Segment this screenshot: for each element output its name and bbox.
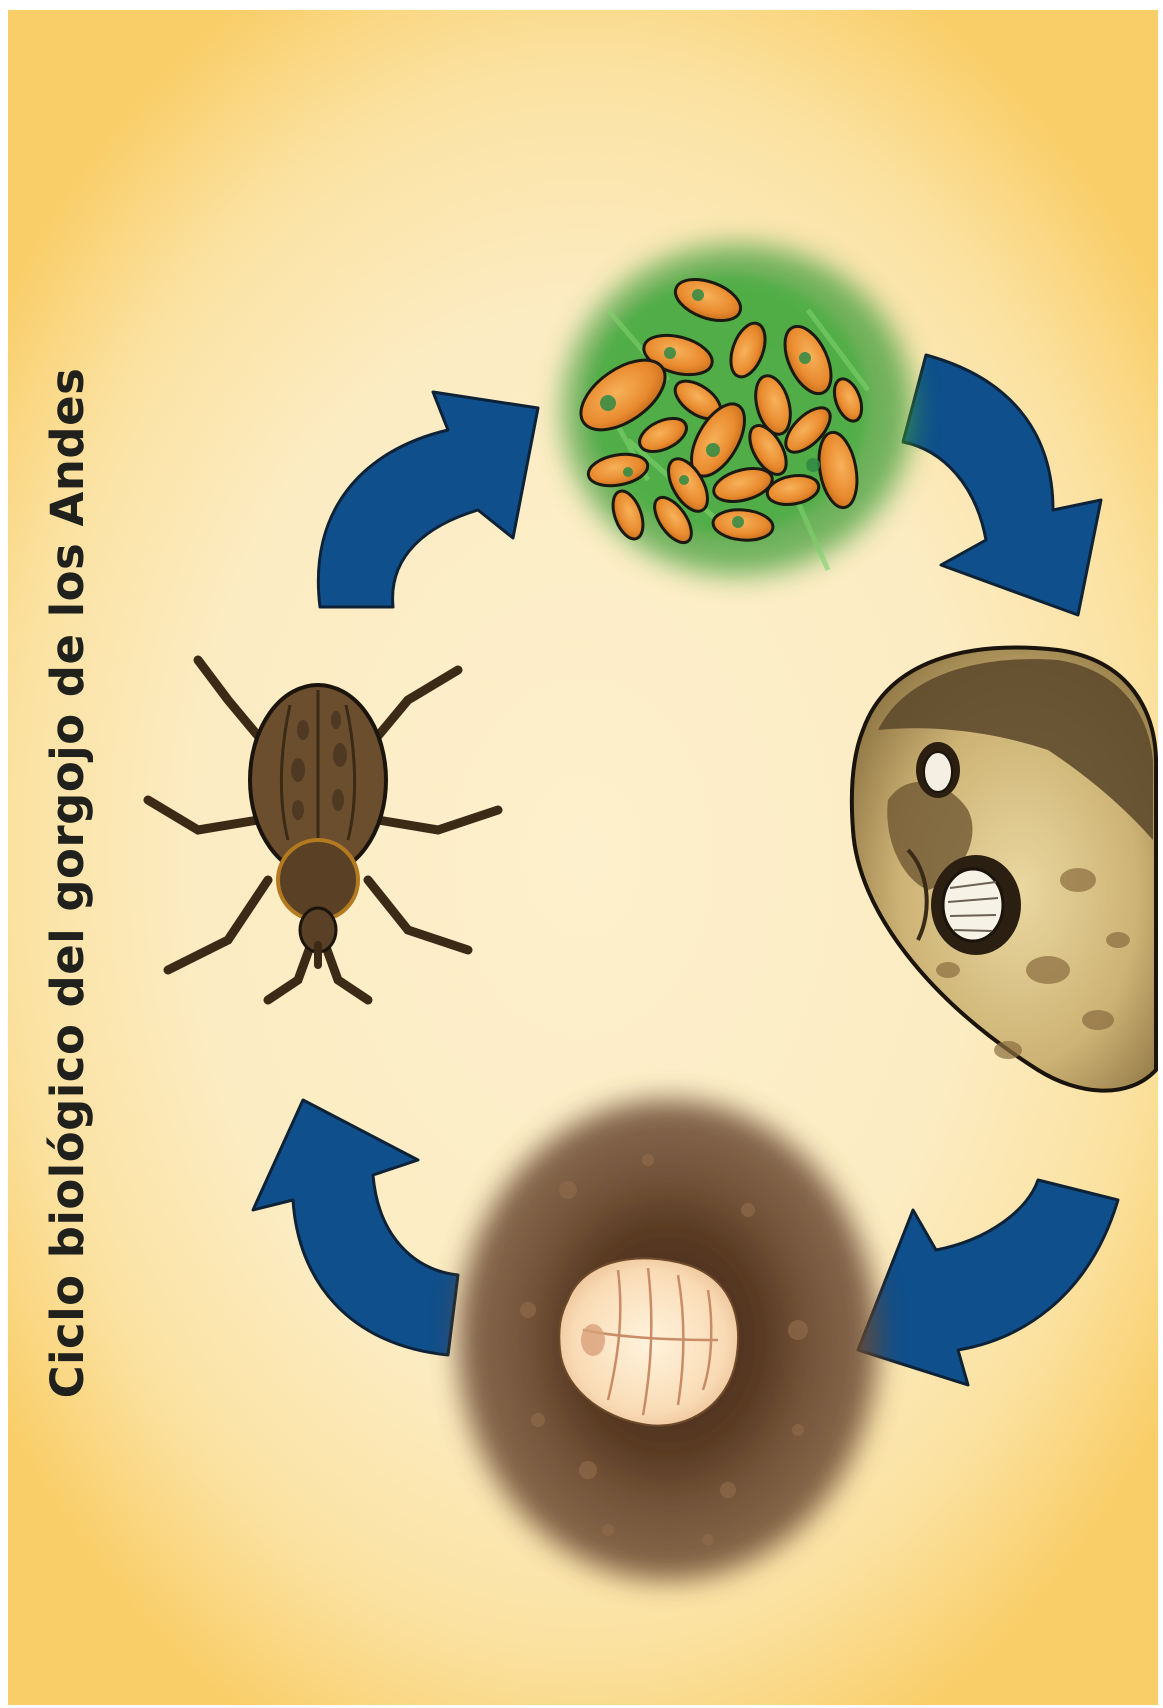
life-cycle-poster: Ciclo biológico del gorgojo de los Andes xyxy=(8,10,1158,1705)
cycle-arrow-adult-to-eggs xyxy=(318,392,538,607)
cycle-arrow-pupa-to-adult xyxy=(253,1100,458,1355)
eggs-illustration xyxy=(563,245,913,575)
adult-weevil-illustration xyxy=(148,660,498,1000)
larva-in-potato-illustration xyxy=(852,648,1156,1091)
cycle-diagram xyxy=(8,10,1158,1705)
cycle-arrow-eggs-to-larva xyxy=(903,355,1101,615)
cycle-arrow-larva-to-pupa xyxy=(858,1180,1118,1385)
pupa-in-soil-illustration xyxy=(458,1100,878,1580)
